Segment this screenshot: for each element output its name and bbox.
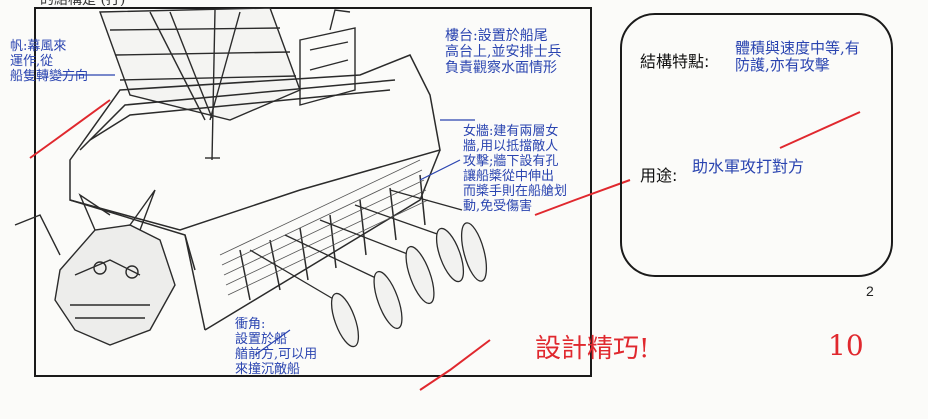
sail-sketch [99,7,301,161]
annotation-tower: 樓台:設置於船尾 高台上,並安排士兵 負責觀察水面情形 [445,28,562,77]
right-panel-frame [620,13,893,277]
grading-ticks [29,99,861,391]
grading-score: 10 [828,329,864,362]
annotation-ram: 衝角: 設置於船 艏前方,可以用 來撞沉敵船 [235,317,318,377]
deck-sketch [69,54,441,331]
tower-sketch [299,9,356,106]
use-value: 助水軍攻打對方 [692,157,805,176]
use-label: 用途: [640,166,678,185]
dragon-head-sketch [14,189,176,346]
page-number: 2 [866,283,874,299]
top-heading: 的結構是 (打) [40,0,126,8]
annotation-wall: 女牆:建有兩層女 牆,用以抵擋敵人 攻擊;牆下設有孔 讓船槳從中伸出 而槳手則在… [463,124,568,214]
drawing-frame [34,7,592,377]
annotation-leaders [60,74,475,356]
features-value: 體積與速度中等,有 防護,亦有攻擊 [735,39,860,75]
wall-hatching [219,159,429,296]
grading-comment: 設計精巧! [535,334,650,364]
oars-sketch [249,189,488,348]
features-label: 結構特點: [640,52,710,71]
annotation-sail: 帆:幕風來 運作,從 船隻轉變方向 [10,39,89,84]
